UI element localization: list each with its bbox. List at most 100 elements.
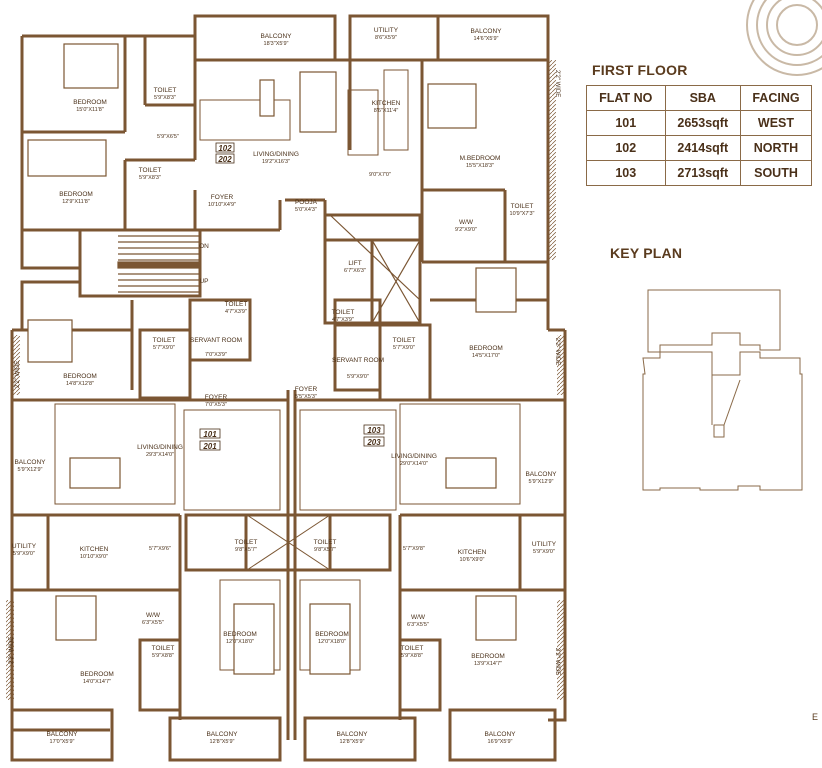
svg-text:13'9"X14'7": 13'9"X14'7" — [474, 661, 502, 667]
svg-text:12'9"X11'8": 12'9"X11'8" — [62, 199, 90, 205]
svg-text:19'2"X16'3": 19'2"X16'3" — [262, 159, 290, 165]
hatched-walls — [6, 60, 565, 700]
svg-text:W/W: W/W — [146, 612, 161, 619]
detail-lines — [54, 69, 521, 671]
svg-text:29'0"X14'0": 29'0"X14'0" — [400, 461, 428, 467]
svg-text:5'9"X9'0": 5'9"X9'0" — [347, 374, 369, 380]
svg-text:5'9"X9'0": 5'9"X9'0" — [533, 549, 555, 555]
svg-text:W/W: W/W — [411, 614, 426, 621]
svg-text:FOYER: FOYER — [295, 386, 318, 393]
header-facing: FACING — [739, 85, 813, 111]
svg-text:5'9"X9'0": 5'9"X9'0" — [13, 551, 35, 557]
svg-text:9'8"X5'7": 9'8"X5'7" — [235, 547, 257, 553]
stair-core — [78, 214, 421, 324]
svg-text:8'6"X11'4": 8'6"X11'4" — [374, 108, 399, 114]
svg-text:BEDROOM: BEDROOM — [315, 631, 349, 638]
svg-text:5'7"X9'0": 5'7"X9'0" — [393, 345, 415, 351]
svg-text:5'7"X9'0": 5'7"X9'0" — [153, 345, 175, 351]
svg-text:10'10"X9'0": 10'10"X9'0" — [80, 554, 108, 560]
svg-text:KITCHEN: KITCHEN — [80, 546, 109, 553]
key-plan-title: KEY PLAN — [610, 245, 683, 261]
svg-text:BALCONY: BALCONY — [260, 33, 292, 40]
svg-text:9'0"X7'0": 9'0"X7'0" — [369, 172, 391, 178]
header-sba: SBA — [664, 85, 741, 111]
svg-text:10'6"X9'0": 10'6"X9'0" — [460, 557, 485, 563]
svg-text:17'0"X5'9": 17'0"X5'9" — [50, 739, 75, 745]
svg-text:M.BEDROOM: M.BEDROOM — [460, 155, 501, 162]
svg-text:W/W: W/W — [459, 219, 474, 226]
svg-text:LIVING/DINING: LIVING/DINING — [253, 151, 299, 158]
cell-flat-no: 102 — [586, 135, 666, 161]
svg-text:15'0"X11'8": 15'0"X11'8" — [76, 107, 104, 113]
svg-text:ON: ON — [199, 243, 209, 250]
edge-letter: E — [812, 712, 819, 722]
svg-text:5'0"X4'3": 5'0"X4'3" — [295, 207, 317, 213]
svg-text:2'2" WIDE: 2'2" WIDE — [554, 338, 560, 365]
table-header-row: FLAT NO SBA FACING — [586, 85, 813, 111]
svg-text:9'8"X5'7": 9'8"X5'7" — [314, 547, 336, 553]
svg-text:4'7"X3'9": 4'7"X3'9" — [225, 309, 247, 315]
svg-text:14'5"X17'0": 14'5"X17'0" — [472, 353, 500, 359]
svg-text:UTILITY: UTILITY — [374, 27, 399, 34]
svg-text:KITCHEN: KITCHEN — [458, 549, 487, 556]
svg-text:201: 201 — [202, 442, 217, 451]
table-row: 103 2713sqft SOUTH — [586, 160, 813, 186]
cell-flat-no: 101 — [586, 110, 666, 136]
svg-text:102: 102 — [218, 144, 232, 153]
svg-text:2'2" WIDE: 2'2" WIDE — [554, 70, 560, 97]
svg-text:5'9"X8'3": 5'9"X8'3" — [139, 175, 161, 181]
svg-text:TOILET: TOILET — [235, 539, 258, 546]
svg-text:5'7"X9'8": 5'7"X9'8" — [403, 546, 425, 552]
svg-text:SERVANT ROOM: SERVANT ROOM — [332, 357, 384, 364]
svg-text:101: 101 — [203, 430, 217, 439]
svg-text:TOILET: TOILET — [152, 645, 175, 652]
svg-text:14'0"X14'7": 14'0"X14'7" — [83, 679, 111, 685]
svg-text:6'3"X5'5": 6'3"X5'5" — [142, 620, 164, 626]
svg-text:103: 103 — [367, 426, 381, 435]
svg-text:BEDROOM: BEDROOM — [73, 99, 107, 106]
svg-text:16'9"X5'9": 16'9"X5'9" — [488, 739, 513, 745]
svg-text:6'3"X5'5": 6'3"X5'5" — [407, 622, 429, 628]
svg-text:10'9"X7'3": 10'9"X7'3" — [510, 211, 535, 217]
beds — [27, 43, 517, 675]
header-flat-no: FLAT NO — [586, 85, 666, 111]
svg-text:7'0"X5'3": 7'0"X5'3" — [205, 402, 227, 408]
svg-text:BEDROOM: BEDROOM — [223, 631, 257, 638]
svg-text:8'6"X5'9": 8'6"X5'9" — [375, 35, 397, 41]
svg-text:TOILET: TOILET — [314, 539, 337, 546]
svg-text:UTILITY: UTILITY — [532, 541, 557, 548]
svg-text:BEDROOM: BEDROOM — [471, 653, 505, 660]
svg-text:203: 203 — [366, 438, 381, 447]
cell-facing: WEST — [739, 110, 813, 136]
cell-facing: SOUTH — [739, 160, 813, 186]
svg-text:TOILET: TOILET — [332, 309, 355, 316]
cell-sba: 2414sqft — [664, 135, 741, 161]
svg-text:BALCONY: BALCONY — [206, 731, 238, 738]
flat-101-103-walls — [10, 262, 567, 762]
svg-text:5'9"X6'5": 5'9"X6'5" — [157, 134, 179, 140]
cell-facing: NORTH — [739, 135, 813, 161]
svg-text:6'7"X6'3": 6'7"X6'3" — [344, 268, 366, 274]
svg-text:LIVING/DINING: LIVING/DINING — [391, 453, 437, 460]
floor-title: FIRST FLOOR — [592, 62, 688, 78]
svg-text:2'2" WIDE: 2'2" WIDE — [554, 648, 560, 675]
svg-text:2'2" WIDE: 2'2" WIDE — [9, 637, 15, 664]
svg-text:5'7"X9'6": 5'7"X9'6" — [149, 546, 171, 552]
svg-text:TOILET: TOILET — [225, 301, 248, 308]
svg-text:29'3"X14'0": 29'3"X14'0" — [146, 452, 174, 458]
svg-text:BALCONY: BALCONY — [14, 459, 46, 466]
svg-text:5'9"X8'8": 5'9"X8'8" — [152, 653, 174, 659]
sba-table: FLAT NO SBA FACING 101 2653sqft WEST 102… — [586, 85, 813, 186]
svg-text:TOILET: TOILET — [401, 645, 424, 652]
svg-text:5'9"X12'9": 5'9"X12'9" — [529, 479, 554, 485]
svg-text:POOJA: POOJA — [295, 199, 318, 206]
svg-text:5'9"X8'3": 5'9"X8'3" — [154, 95, 176, 101]
svg-text:LIFT: LIFT — [348, 260, 361, 267]
svg-text:12'0"X18'0": 12'0"X18'0" — [318, 639, 346, 645]
svg-text:BEDROOM: BEDROOM — [63, 373, 97, 380]
svg-text:TOILET: TOILET — [153, 337, 176, 344]
svg-text:18'3"X5'9": 18'3"X5'9" — [264, 41, 289, 47]
key-plan-outline — [642, 289, 803, 491]
svg-text:BALCONY: BALCONY — [470, 28, 502, 35]
